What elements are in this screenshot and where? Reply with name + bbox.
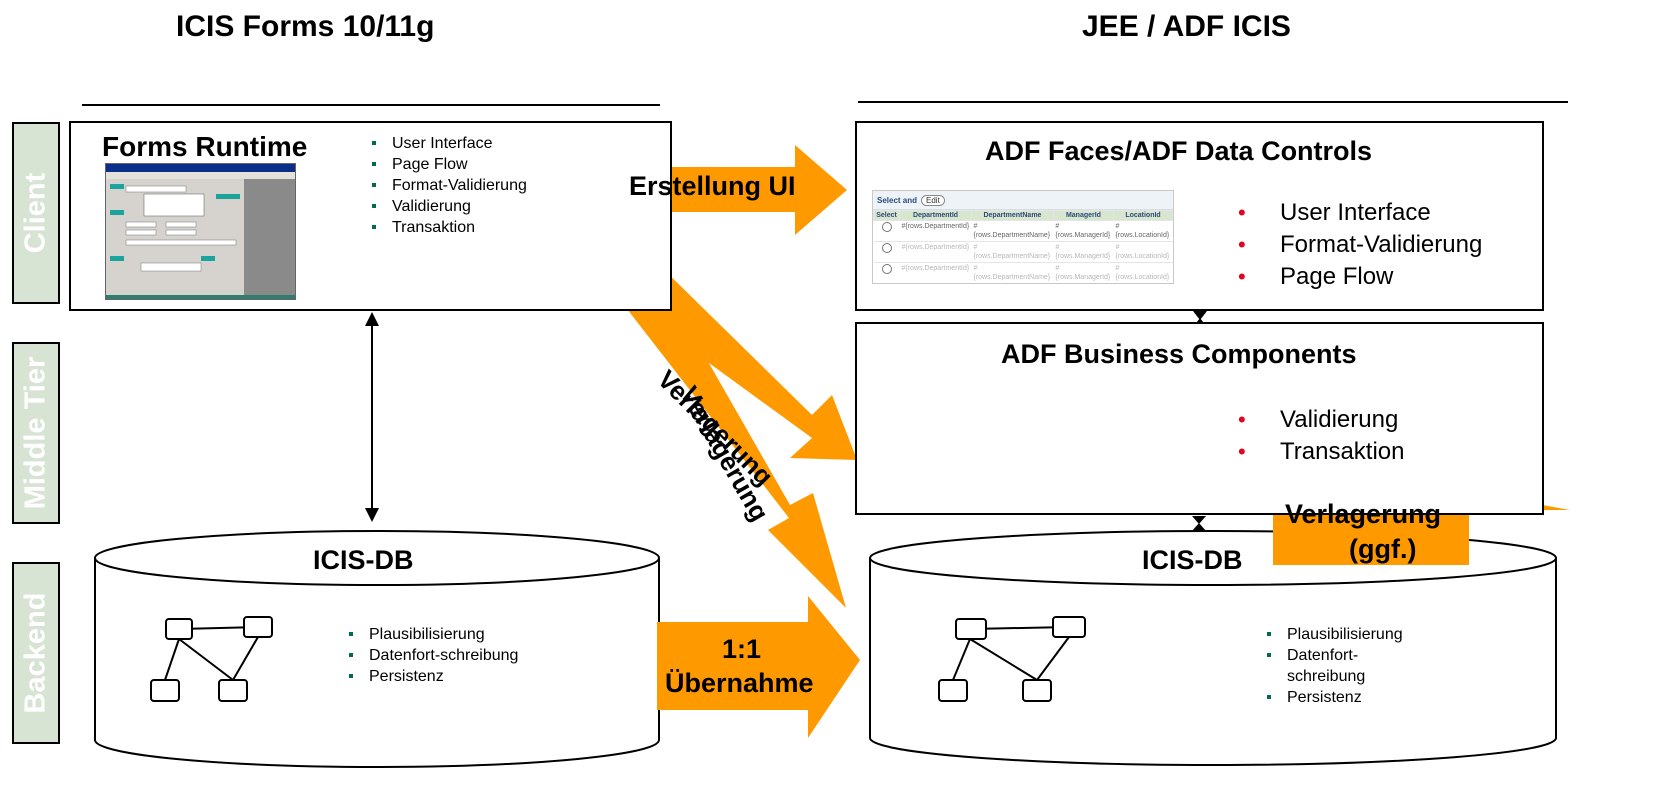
- arrow-erstellung-label: Erstellung UI: [629, 171, 796, 201]
- list-item: Page Flow: [366, 154, 527, 175]
- list-item: Persistenz: [343, 666, 518, 687]
- adf-bc-box: [855, 322, 1544, 515]
- thumb-header: DepartmentName: [971, 210, 1054, 221]
- adf-bc-db-connector: [1192, 516, 1206, 531]
- list-item: Plausibilisierung: [1261, 624, 1403, 645]
- list-item: Format-Validierung: [366, 175, 527, 196]
- left-db-features: Plausibilisierung Datenfort-schreibung P…: [343, 624, 518, 687]
- radio-icon: [881, 243, 892, 253]
- list-item: Persistenz: [1261, 687, 1391, 708]
- list-item: Transaktion: [1230, 436, 1405, 468]
- arrow-verlagerung-ggf-label-1: Verlagerung: [1285, 499, 1442, 529]
- radio-icon: [881, 264, 892, 274]
- forms-runtime-title: Forms Runtime: [102, 131, 308, 162]
- arrow-uebernahme: [657, 596, 860, 738]
- table-row: #{rows.DepartmentId} #{rows.DepartmentNa…: [873, 241, 1173, 263]
- left-db-title: ICIS-DB: [313, 545, 414, 575]
- tier-middle-label: Middle Tier: [19, 356, 52, 510]
- table-row: #{rows.DepartmentId} #{rows.DepartmentNa…: [873, 220, 1173, 242]
- adf-faces-features: User Interface Format-Validierung Page F…: [1230, 197, 1482, 293]
- list-item: Datenfort-schreibung: [343, 645, 518, 666]
- arrow-verlagerung-2: [617, 274, 846, 608]
- list-item: Format-Validierung: [1230, 229, 1482, 261]
- thumb-header: DepartmentId: [899, 210, 972, 221]
- thumb-edit-button: Edit: [921, 194, 945, 206]
- list-item: User Interface: [1230, 197, 1482, 229]
- right-db-features: Plausibilisierung Datenfort-schreibung P…: [1261, 624, 1403, 708]
- list-item: Plausibilisierung: [343, 624, 518, 645]
- thumb-toolbar-label: Select and: [877, 195, 918, 205]
- right-db-graph-icon: [938, 616, 1086, 702]
- table-row: #{rows.DepartmentId} #{rows.DepartmentNa…: [873, 262, 1173, 283]
- tier-backend: Backend: [12, 562, 60, 744]
- left-db-graph-icon: [150, 616, 273, 702]
- left-db-cylinder: [94, 530, 660, 768]
- adf-bc-title: ADF Business Components: [1001, 339, 1357, 369]
- list-item: Validierung: [366, 196, 527, 217]
- runtime-db-connector: [365, 312, 379, 522]
- title-right: JEE / ADF ICIS: [1082, 10, 1291, 43]
- radio-icon: [881, 222, 892, 232]
- thumb-header: LocationId: [1113, 210, 1173, 221]
- list-item: Datenfort-schreibung: [1261, 645, 1391, 687]
- list-item: User Interface: [366, 133, 527, 154]
- tier-backend-label: Backend: [19, 592, 52, 714]
- arrow-uebernahme-label-2: Übernahme: [665, 668, 814, 698]
- title-left: ICIS Forms 10/11g: [176, 10, 435, 43]
- forms-runtime-features: User Interface Page Flow Format-Validier…: [366, 133, 527, 238]
- adf-faces-title: ADF Faces/ADF Data Controls: [985, 136, 1373, 166]
- list-item: Page Flow: [1230, 261, 1482, 293]
- arrow-verlagerung-ggf-label-2: (ggf.): [1349, 534, 1417, 564]
- list-item: Validierung: [1230, 404, 1405, 436]
- tier-client-label: Client: [19, 172, 52, 254]
- tier-middle: Middle Tier: [12, 342, 60, 524]
- thumb-header: ManagerId: [1052, 210, 1115, 221]
- thumb-table: Select DepartmentId DepartmentName Manag…: [873, 210, 1173, 283]
- arrow-uebernahme-label-1: 1:1: [722, 634, 762, 664]
- list-item: Transaktion: [366, 217, 527, 238]
- forms-runtime-screenshot: [105, 163, 296, 300]
- thumb-header: Select: [873, 210, 900, 221]
- arrow-erstellung-ui: [625, 145, 847, 235]
- tier-client: Client: [12, 122, 60, 304]
- adf-bc-features: Validierung Transaktion: [1230, 404, 1405, 468]
- right-db-title: ICIS-DB: [1142, 545, 1243, 575]
